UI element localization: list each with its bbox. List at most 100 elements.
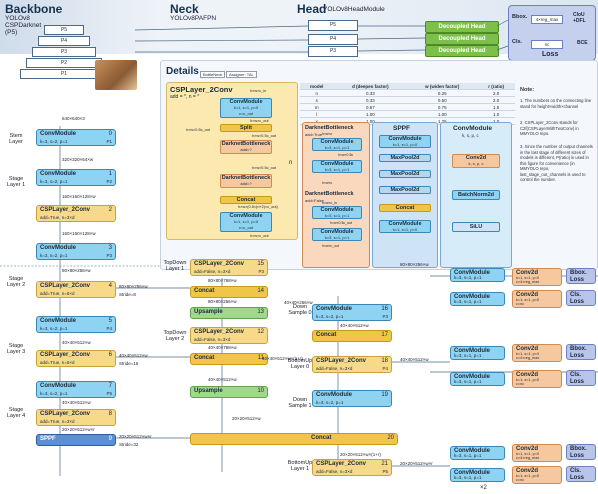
table-cell: n [300, 89, 334, 97]
backbone-size-3: 80×80×256×w [62, 268, 91, 273]
table-header-row: model d (deepen factor) w (widen factor)… [300, 83, 515, 90]
loss-cls-label: Cls. [512, 39, 523, 45]
neck-size-0: 80×80×768×w [208, 278, 237, 283]
neck-size-8: 40×40×256×w [284, 300, 313, 305]
table-cell: 1.00 [333, 117, 408, 125]
table-cell: 1.0 [477, 110, 515, 118]
sppf-detail-title: SPPF [393, 125, 410, 132]
neck-size-5: 40×40×512×w [340, 323, 369, 328]
backbone-sub3: (P5) [5, 29, 18, 36]
dark2-lbl3: h×w×c_out [322, 244, 340, 248]
head-row-2-loss: Bbox. Loss [566, 344, 596, 360]
convmodule-detail-title: ConvModule [453, 125, 492, 132]
note-title: Note: [520, 87, 535, 93]
sppf-detail-mp3: MaxPool2d [379, 186, 431, 194]
sppf-detail-mp2: MaxPool2d [379, 170, 431, 178]
stage-layer-4-label: Stage Layer 4 [6, 407, 26, 419]
csp-detail-lbl3: h×w×0.5c_out [186, 128, 210, 132]
table-cell: 0.33 [333, 89, 408, 97]
sppf-detail-mp1: MaxPool2d [379, 154, 431, 162]
pyramid-p3: P3 [32, 47, 96, 57]
stage-layer-2-label: Stage Layer 2 [6, 276, 26, 288]
loss-ciou: CIoU +DFL [573, 12, 586, 24]
backbone-input-size: 640×640×3 [62, 116, 85, 121]
head-footer: ×2 [480, 485, 487, 491]
csp-detail-concat: Concat [220, 196, 272, 204]
csp-detail-title: CSPLayer_2Conv [170, 85, 233, 94]
neck-title: Neck [170, 2, 199, 16]
dark2-lbl1: h×w×c_in [322, 201, 337, 205]
loss-summary: Bbox. 4×reg_max CIoU +DFL Cls. nc BCE Lo… [508, 5, 596, 61]
table-cell: s [300, 96, 334, 104]
backbone-stride16: Stride=16 [119, 361, 139, 366]
neck-size-2: 40×40×768×w [208, 345, 237, 350]
bottomup-layer-0-label: BottomUp Layer 0 [287, 358, 313, 370]
down-sample-1-label: Down Sample 1 [288, 397, 312, 409]
backbone-out-p4: 40×40×512×w [119, 353, 148, 358]
table-cell: 1.00 [333, 110, 408, 118]
neck-size-4: 40×40×512×w×(1+r) [262, 356, 303, 361]
loss-nc-box: nc [531, 40, 563, 49]
sppf-detail-concat: Concat [379, 204, 431, 212]
topdown-layer-2-label: TopDown Layer 2 [163, 330, 187, 342]
table-header: w (widen factor) [407, 83, 478, 90]
pyramid-p4: P4 [38, 36, 90, 46]
loss-reg-box: 4×reg_max [531, 15, 563, 24]
table-header: model [300, 83, 334, 90]
backbone-out-p5: 20×20×512×w×r [119, 434, 152, 439]
table-cell: 1.5 [477, 103, 515, 111]
neck-sub: YOLOv8PAFPN [170, 15, 217, 22]
backbone-out-p3: 80×80×256×w [119, 284, 148, 289]
neck-size-11: 20×20×512×w×r [400, 461, 433, 466]
loss-title: Loss [542, 51, 559, 58]
details-tag-bottleneck: BottleNeck [200, 71, 226, 78]
dark2-lbl2: h×w×0.5c_out [330, 221, 352, 225]
neck-size-7: 20×20×512×w×(1+r) [340, 452, 381, 457]
table-cell: m [300, 103, 334, 111]
head-row-1-loss: Cls. Loss [566, 290, 596, 306]
convmodule-detail-sub: k, s, p, c [462, 133, 479, 138]
stage-layer-1-label: Stage Layer 1 [6, 176, 26, 188]
model-scale-table: model d (deepen factor) w (widen factor)… [300, 83, 515, 125]
neck-size-1: 80×80×256×w [208, 299, 237, 304]
bottomup-layer-1-label: BottomUp Layer 1 [287, 460, 313, 472]
dark1-lbl1: h×w×c [322, 132, 333, 136]
head-row-3-loss: Cls. Loss [566, 370, 596, 386]
convmodule-detail-silu: SiLU [452, 222, 500, 232]
topdown-layer-1-label: TopDown Layer 1 [163, 260, 187, 272]
decoupled-head-1: Decoupled Head [425, 21, 499, 33]
head-row-0-loss: Bbox. Loss [566, 268, 596, 284]
dark2-sub: add=False [305, 198, 324, 203]
decoupled-head-3: Decoupled Head [425, 45, 499, 57]
backbone-sub1: YOLOv8 [5, 15, 30, 22]
neck-size-10: 40×40×512×w [400, 357, 429, 362]
convmodule-detail-bn: BatchNorm2d [452, 190, 500, 200]
table-cell: 0.75 [407, 103, 478, 111]
note-1: 1. The numbers on the connecting line st… [520, 98, 592, 109]
